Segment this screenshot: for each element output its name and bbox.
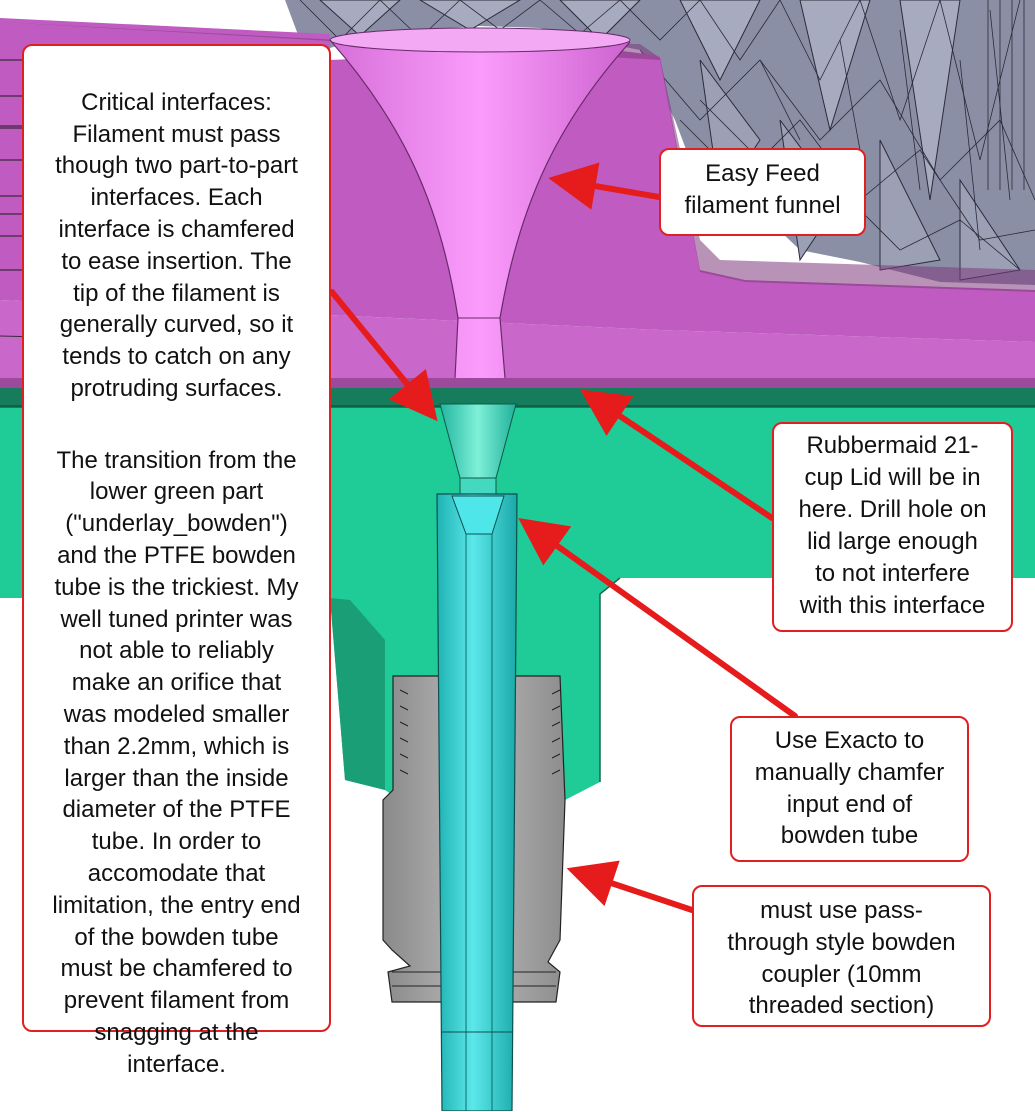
arrow-exacto <box>518 518 798 719</box>
filament-funnel <box>329 27 631 379</box>
transition-text: The transition from the lower green part… <box>52 446 301 1078</box>
arrow-coupler <box>566 860 695 913</box>
arrow-easy-feed <box>548 162 662 210</box>
annotation-arrows <box>329 162 798 913</box>
easy-feed-callout: Easy Feed filament funnel <box>659 148 866 236</box>
rubbermaid-lid-callout: Rubbermaid 21- cup Lid will be in here. … <box>772 422 1013 632</box>
green-cone <box>439 403 517 497</box>
bowden-tube <box>436 493 518 1111</box>
exacto-callout: Use Exacto to manually chamfer input end… <box>730 716 969 862</box>
arrow-critical-interfaces <box>329 289 438 422</box>
coupler-callout: must use pass- through style bowden coup… <box>692 885 991 1027</box>
arrow-rubbermaid-lid <box>580 389 775 521</box>
critical-interfaces-text: Critical interfaces: Filament must pass … <box>55 88 298 402</box>
critical-interfaces-callout: Critical interfaces: Filament must pass … <box>22 44 331 1078</box>
